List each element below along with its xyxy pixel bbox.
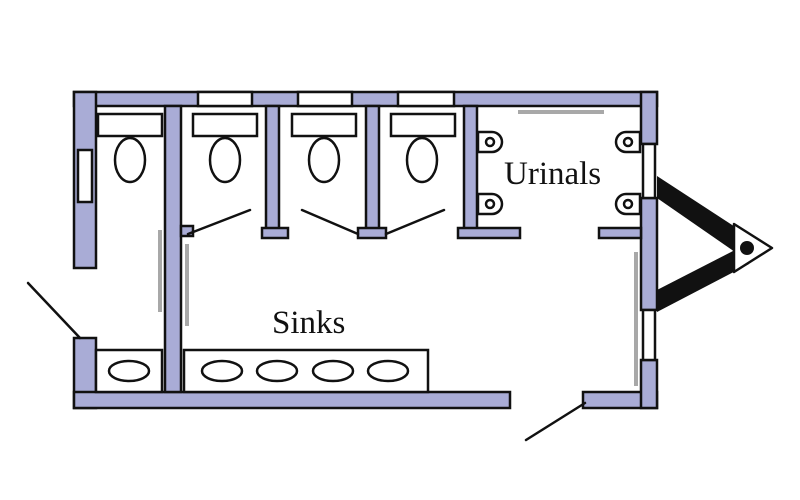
window-top-2 xyxy=(296,90,354,108)
door-left-entry xyxy=(26,281,82,340)
door-stall-2-left xyxy=(300,208,360,236)
urinal-right-top xyxy=(614,130,642,154)
sink-basin-4 xyxy=(366,359,410,383)
sinks-label: Sinks xyxy=(272,305,345,341)
door-main-entry xyxy=(524,401,587,442)
partitions xyxy=(163,104,643,394)
door-stall-2-right xyxy=(384,208,446,236)
partition-restroom-divider xyxy=(163,104,183,394)
toilet-left-restroom xyxy=(96,112,164,184)
partition-stall-1-2-foot xyxy=(260,226,290,240)
urinals xyxy=(476,130,642,216)
partition-stall-2-3 xyxy=(364,104,381,232)
toilet-stall-3 xyxy=(389,112,457,184)
door-stall-1 xyxy=(186,208,252,236)
wall-right-upper xyxy=(639,90,659,146)
glass-partitions xyxy=(158,110,638,386)
hitch-ball-icon xyxy=(740,241,754,255)
hitch-bar-upper xyxy=(657,176,749,252)
window-top-1 xyxy=(196,90,254,108)
sink-counters xyxy=(94,348,430,394)
partition-stall-2-3-foot xyxy=(356,226,388,240)
wall-right-lower xyxy=(639,358,659,410)
windows xyxy=(76,90,657,362)
urinals-label: Urinals xyxy=(504,156,601,192)
urinal-left-top xyxy=(476,130,504,154)
partition-stall-1-2 xyxy=(264,104,281,232)
sink-counter-left xyxy=(94,348,164,394)
urinal-left-bottom xyxy=(476,192,504,216)
window-right-upper xyxy=(641,142,657,200)
sink-counter-main xyxy=(182,348,430,394)
partition-stall-3-urinals xyxy=(462,104,479,232)
doors xyxy=(26,208,587,442)
toilets xyxy=(96,112,457,184)
window-right-lower xyxy=(641,308,657,362)
sink-basin-2 xyxy=(255,359,299,383)
toilet-stall-1 xyxy=(191,112,259,184)
urinal-right-bottom xyxy=(614,192,642,216)
partition-right-foot xyxy=(597,226,643,240)
wall-top xyxy=(72,90,659,108)
wall-bottom-left xyxy=(72,390,512,410)
window-left xyxy=(76,148,94,204)
sink-basin-1 xyxy=(200,359,244,383)
wall-right-middle xyxy=(639,196,659,312)
trailer-hitch xyxy=(657,176,774,312)
hitch-bar-lower xyxy=(657,250,749,312)
window-top-3 xyxy=(396,90,456,108)
partition-urinals-foot xyxy=(456,226,522,240)
toilet-stall-2 xyxy=(290,112,358,184)
sink-basin-3 xyxy=(311,359,355,383)
